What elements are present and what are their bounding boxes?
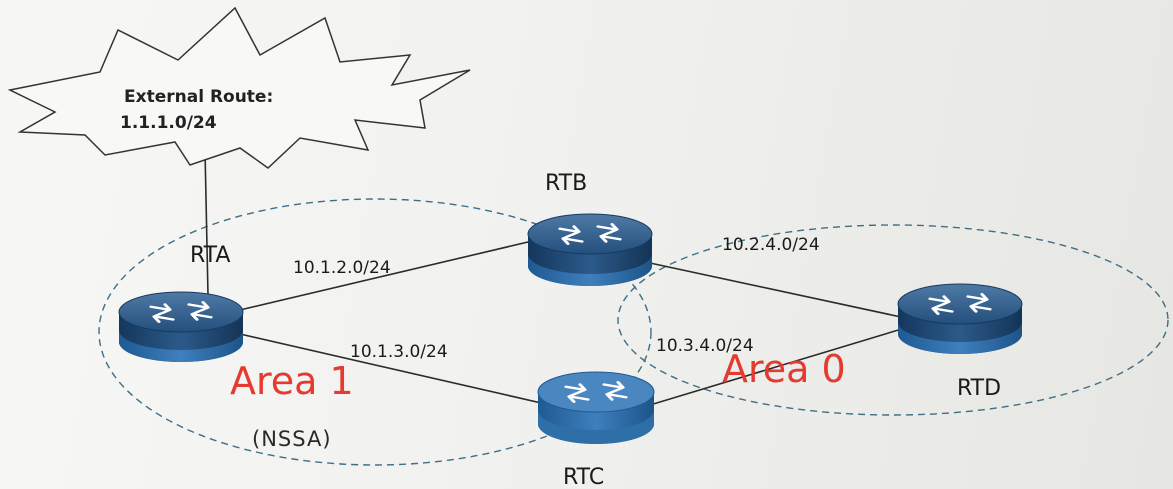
router-rtc-label: RTC [563, 465, 604, 489]
router-rtb[interactable] [527, 213, 653, 286]
area-1-type: (NSSA) [252, 427, 332, 451]
link-rtc-rtd-label: 10.3.4.0/24 [656, 336, 754, 356]
router-rtb-label: RTB [545, 171, 587, 196]
external-route-title: External Route: [124, 87, 273, 107]
router-rtd-label: RTD [957, 376, 1001, 401]
area-0-boundary [617, 224, 1169, 416]
link-rtb-rtd-label: 10.2.4.0/24 [722, 235, 820, 255]
area-1-label: Area 1 [230, 359, 354, 403]
link-rtc-rtd [649, 324, 916, 406]
external-route-prefix: 1.1.1.0/24 [120, 113, 217, 133]
link-rta-rtc [239, 333, 551, 406]
router-rta-label: RTA [190, 243, 230, 268]
link-rta-rtc-label: 10.1.3.0/24 [350, 342, 448, 362]
link-rtb-rtd [649, 262, 916, 321]
link-rta-external [204, 149, 209, 296]
area-0-label: Area 0 [722, 347, 846, 391]
external-route-cloud [7, 6, 471, 169]
link-rta-rtb [239, 237, 546, 311]
router-rtc[interactable] [537, 371, 655, 444]
link-rta-rtb-label: 10.1.2.0/24 [293, 258, 391, 278]
router-rta[interactable] [118, 291, 244, 362]
area-1-boundary [98, 198, 652, 466]
router-rtd[interactable] [897, 283, 1023, 354]
